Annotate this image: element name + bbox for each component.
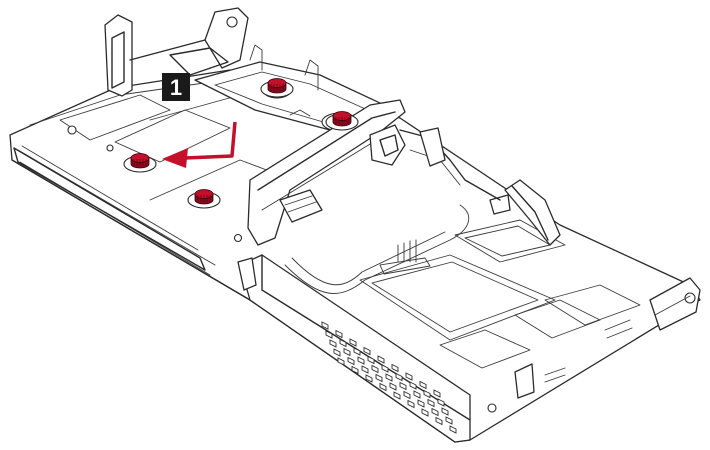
- rear-bracket: [104, 7, 249, 97]
- callout-1: 1: [162, 73, 190, 101]
- vent-hole: [371, 364, 379, 374]
- vent-hole: [423, 389, 431, 399]
- vent-hole: [395, 372, 403, 382]
- thumbscrew-top-left: [260, 78, 294, 98]
- vent-hole: [379, 382, 387, 392]
- thumbscrew-top-right: [325, 111, 359, 131]
- vent-hole: [389, 382, 397, 391]
- cage-handle: [247, 99, 406, 246]
- vent-hole: [343, 347, 351, 357]
- front-io-bracket: [237, 254, 633, 443]
- vent-hole: [433, 389, 441, 398]
- vent-hole: [381, 364, 389, 373]
- vent-hole: [399, 381, 407, 391]
- thumbscrew-center: [187, 189, 221, 209]
- vent-hole: [419, 380, 427, 390]
- vent-hole: [437, 398, 445, 407]
- vent-hole: [321, 321, 329, 330]
- vent-hole: [333, 348, 341, 357]
- vent-hole: [393, 391, 401, 400]
- vent-hole: [445, 416, 453, 425]
- arrow-icon: [162, 121, 237, 168]
- vent-hole: [353, 347, 361, 356]
- vent-hole: [407, 399, 415, 409]
- vent-hole: [349, 338, 357, 347]
- vent-hole: [377, 355, 385, 364]
- vent-hole: [375, 373, 383, 383]
- vent-hole: [413, 390, 421, 399]
- vent-hole: [449, 425, 457, 434]
- thumbscrew-left: [123, 153, 157, 173]
- vent-holes: [321, 321, 457, 434]
- vent-hole: [361, 365, 369, 374]
- vent-hole: [365, 374, 373, 383]
- vent-hole: [367, 355, 375, 365]
- vent-hole: [391, 363, 399, 373]
- vent-hole: [405, 372, 413, 381]
- vent-hole: [329, 339, 337, 348]
- vent-hole: [363, 346, 371, 356]
- vent-hole: [431, 407, 439, 417]
- vent-hole: [339, 338, 347, 348]
- vent-hole: [385, 373, 393, 382]
- vent-hole: [441, 407, 449, 416]
- vent-hole: [421, 408, 429, 417]
- vent-hole: [417, 399, 425, 408]
- vent-hole: [351, 365, 359, 375]
- vent-hole: [427, 398, 435, 408]
- vent-hole: [325, 330, 333, 339]
- vent-hole: [435, 416, 443, 426]
- vent-hole: [337, 357, 345, 366]
- vent-hole: [357, 356, 365, 365]
- vent-hole: [347, 356, 355, 366]
- vent-hole: [335, 329, 343, 339]
- riser-card-area: [279, 127, 701, 369]
- thumbscrew-icon: [123, 78, 359, 209]
- vent-hole: [403, 390, 411, 400]
- vent-hole: [409, 381, 417, 390]
- callout-label: 1: [170, 75, 182, 100]
